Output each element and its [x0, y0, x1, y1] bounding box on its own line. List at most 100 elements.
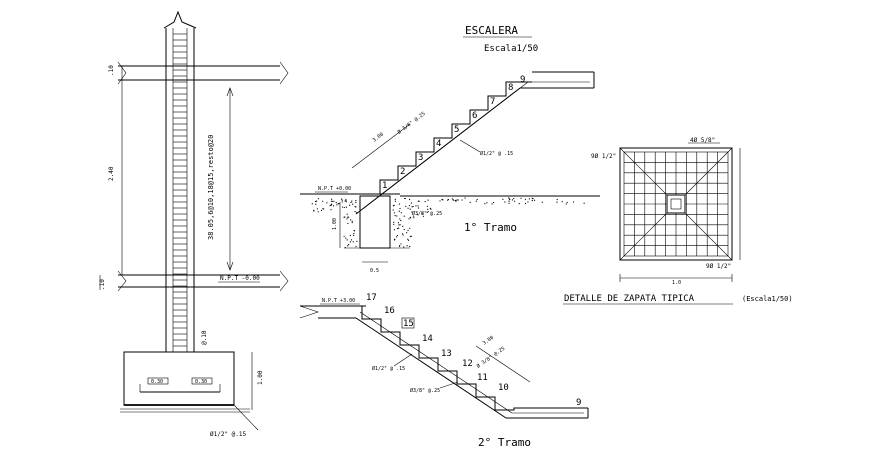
soil-dot: [475, 200, 478, 202]
soil-dot: [511, 199, 514, 201]
soil-dot: [331, 198, 333, 200]
soil-dot: [313, 210, 315, 212]
step-number: 3: [418, 153, 423, 163]
soil-dot: [409, 198, 411, 201]
tramo1-npt: N.P.T +0.00: [318, 186, 351, 192]
soil-dot: [524, 198, 527, 200]
soil-dot: [399, 207, 401, 210]
tramo1-label: 1° Tramo: [464, 221, 517, 234]
soil-dot: [407, 238, 409, 240]
soil-dot: [345, 201, 347, 203]
soil-dot: [330, 200, 332, 202]
soil-dot: [396, 227, 399, 230]
soil-dot: [573, 201, 575, 203]
soil-dot: [331, 203, 333, 205]
tramo1-top-bar: Ø 3/8" @.25: [396, 110, 427, 136]
soil-dot: [451, 198, 453, 200]
soil-dot: [531, 199, 533, 202]
soil-dot: [566, 201, 568, 204]
soil-dot: [583, 202, 585, 204]
soil-dot: [347, 222, 349, 225]
soil-dot: [351, 220, 353, 222]
svg-text:0.5: 0.5: [370, 268, 379, 274]
soil-dot: [518, 203, 520, 205]
soil-dot: [399, 224, 401, 226]
soil-dot: [410, 217, 412, 219]
soil-dot: [409, 245, 411, 248]
soil-dot: [533, 199, 536, 201]
soil-dot: [346, 213, 348, 215]
soil-dot: [524, 202, 527, 205]
soil-dot: [344, 246, 346, 249]
soil-dot: [398, 224, 400, 226]
soil-dot: [406, 232, 408, 234]
step-number: 8: [508, 83, 513, 93]
svg-text:2.40: 2.40: [108, 166, 115, 181]
soil-dot: [350, 239, 353, 241]
zapata-bar-left: 9Ø 1/2": [591, 153, 616, 160]
soil-dot: [407, 229, 409, 231]
soil-dot: [392, 205, 395, 207]
soil-dot: [347, 216, 349, 218]
soil-dot: [504, 201, 506, 203]
soil-dot: [417, 205, 419, 207]
soil-dot: [352, 241, 354, 243]
soil-dot: [316, 208, 318, 210]
soil-dot: [403, 246, 405, 248]
soil-dot: [353, 234, 355, 236]
tramo-1-section: N.P.T +0.00 0.5 1.00 3.00 Ø 3/8" @.25 Ø1…: [300, 71, 600, 274]
soil-dot: [331, 200, 334, 202]
soil-dot: [352, 203, 354, 205]
soil-dot: [333, 200, 335, 202]
soil-dot: [394, 198, 396, 200]
soil-dot: [513, 200, 516, 202]
soil-dot: [322, 208, 324, 210]
soil-dot: [426, 211, 428, 214]
soil-dot: [456, 199, 458, 201]
step-number: 12: [462, 359, 473, 369]
soil-dot: [351, 221, 353, 224]
soil-dot: [461, 199, 463, 201]
soil-dot: [427, 210, 429, 213]
svg-text:3.00: 3.00: [482, 335, 495, 347]
soil-dot: [350, 219, 352, 221]
soil-dot: [556, 198, 558, 201]
soil-dot: [398, 227, 400, 229]
soil-dot: [393, 221, 395, 223]
soil-dot: [393, 212, 396, 214]
soil-dot: [398, 203, 401, 205]
page-title: ESCALERA: [465, 24, 518, 37]
soil-dot: [527, 201, 529, 203]
soil-dot: [424, 200, 426, 203]
tramo2-bar-label: Ø1/2" @ .15: [372, 365, 405, 372]
soil-dot: [398, 245, 401, 247]
soil-dot: [469, 201, 471, 203]
soil-dot: [315, 203, 317, 205]
soil-dot: [356, 240, 358, 242]
soil-dot: [399, 218, 401, 220]
soil-dot: [336, 204, 338, 206]
step-number: 14: [422, 334, 433, 344]
scale-text: Escala1/50: [484, 44, 538, 54]
soil-dot: [320, 209, 323, 211]
stair-title-block: ESCALERA Escala1/50: [463, 24, 538, 54]
soil-dot: [447, 198, 450, 201]
soil-dot: [416, 213, 419, 216]
soil-dot: [355, 245, 357, 248]
zapata-detail: 4Ø 5/8" 9Ø 1/2" 9Ø 1/2" 1.0 DETALLE DE Z…: [563, 137, 793, 305]
soil-dot: [403, 228, 405, 231]
soil-dot: [410, 235, 412, 237]
soil-dot: [341, 199, 343, 201]
soil-dot: [447, 199, 449, 201]
tramo2-label: 2° Tramo: [478, 436, 531, 449]
soil-dot: [556, 201, 558, 203]
svg-text:1.00: 1.00: [257, 370, 264, 385]
soil-dot: [476, 198, 478, 201]
soil-dot: [486, 202, 488, 204]
soil-dot: [351, 200, 353, 202]
soil-dot: [338, 203, 340, 205]
soil-dot: [355, 200, 357, 202]
soil-dot: [394, 200, 397, 202]
soil-dot: [565, 203, 567, 205]
soil-dot: [418, 200, 420, 202]
